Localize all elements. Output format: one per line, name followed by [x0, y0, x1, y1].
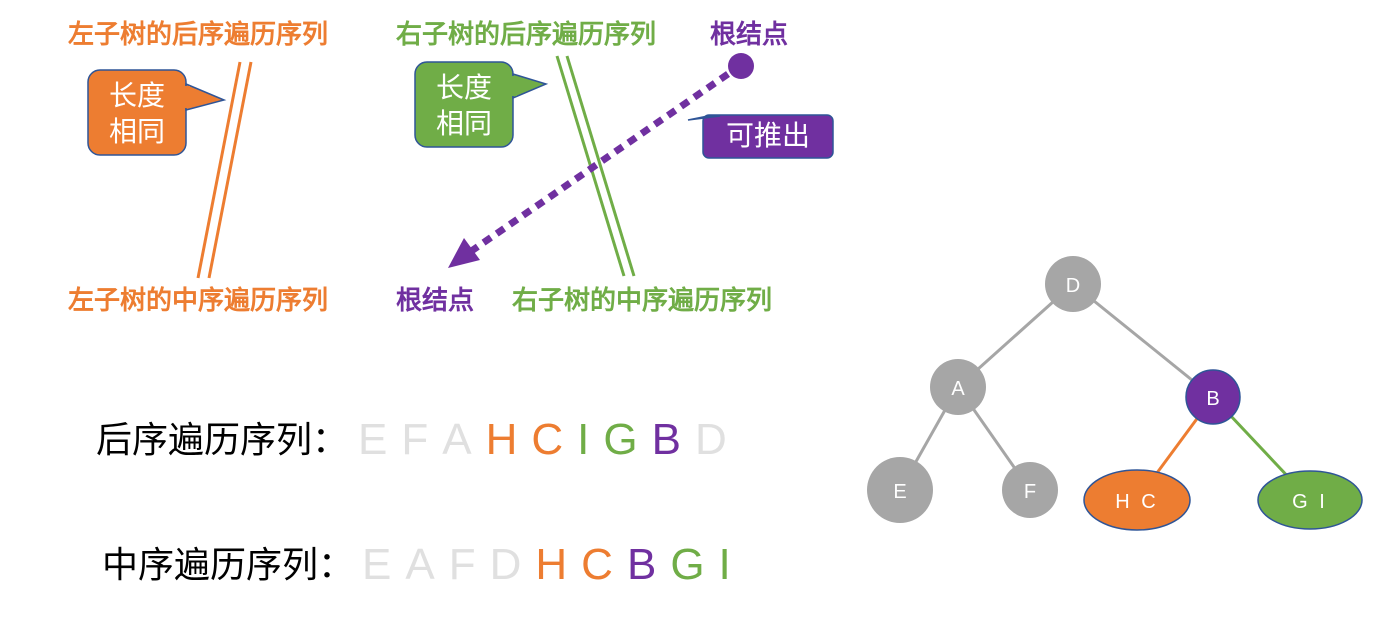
- postorder-letter: I: [577, 415, 590, 464]
- svg-text:D: D: [1066, 275, 1080, 297]
- inorder-letter: C: [581, 540, 613, 589]
- left-postorder-label: 左子树的后序遍历序列: [68, 20, 329, 50]
- right-inorder-label: 右子树的中序遍历序列: [512, 286, 773, 316]
- orange-callout: [87, 69, 227, 156]
- inorder-letter: E: [362, 540, 392, 589]
- tree-node-a: A: [930, 359, 986, 415]
- purple-callout: [687, 114, 834, 159]
- root-label-bottom: 根结点: [396, 286, 475, 316]
- inorder-letter: G: [670, 540, 705, 589]
- svg-text:A: A: [951, 378, 965, 400]
- tree-node-gi: G I: [1257, 470, 1363, 530]
- inorder-label: 中序遍历序列：: [102, 545, 355, 586]
- orange-callout-line1: 长度: [108, 79, 165, 112]
- tree-node-hc: H C: [1083, 469, 1191, 531]
- tree-node-f: F: [1002, 462, 1058, 518]
- postorder-letter: G: [603, 415, 638, 464]
- postorder-letter: C: [531, 415, 564, 464]
- root-label-top: 根结点: [710, 20, 789, 50]
- tree-node-d: D: [1045, 256, 1101, 312]
- tree-node-b: B: [1185, 369, 1241, 425]
- postorder-letter: H: [485, 415, 518, 464]
- inorder-letter: I: [718, 540, 731, 589]
- postorder-label: 后序遍历序列：: [96, 420, 349, 461]
- svg-text:F: F: [1024, 481, 1036, 503]
- orange-callout-text: 长度 相同: [88, 78, 186, 150]
- inorder-letter: H: [535, 540, 568, 589]
- svg-text:B: B: [1206, 388, 1219, 410]
- inorder-letter: D: [489, 540, 522, 589]
- orange-equal-line: [196, 61, 253, 279]
- purple-callout-text: 可推出: [725, 119, 810, 152]
- postorder-letter: A: [442, 415, 472, 464]
- orange-callout-line2: 相同: [108, 115, 165, 148]
- svg-text:E: E: [893, 481, 906, 503]
- green-callout-text: 长度 相同: [415, 70, 513, 142]
- postorder-letter: E: [358, 415, 388, 464]
- tree-node-e: E: [867, 457, 933, 523]
- right-postorder-label: 右子树的后序遍历序列: [396, 20, 657, 50]
- left-inorder-label: 左子树的中序遍历序列: [68, 286, 329, 316]
- green-callout-line1: 长度: [435, 71, 492, 104]
- svg-text:G I: G I: [1292, 491, 1328, 513]
- inorder-letter: B: [626, 540, 657, 589]
- green-callout: [414, 61, 549, 148]
- inorder-letter: A: [405, 540, 435, 589]
- postorder-letter: F: [401, 415, 429, 464]
- svg-text:H C: H C: [1115, 491, 1158, 513]
- root-deduce-arrow: [448, 53, 754, 268]
- inorder-letter: F: [448, 540, 476, 589]
- postorder-letter: B: [651, 415, 681, 464]
- postorder-letter: D: [695, 415, 727, 464]
- green-callout-line2: 相同: [435, 107, 492, 140]
